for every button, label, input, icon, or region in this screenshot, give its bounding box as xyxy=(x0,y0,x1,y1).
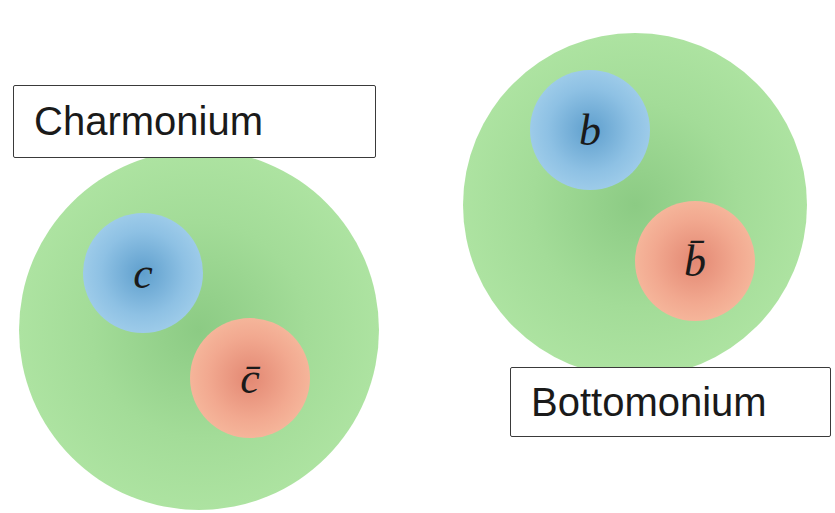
meson-sphere: Charmoniumcc̄ xyxy=(19,150,379,510)
quark-symbol: b xyxy=(579,105,601,156)
antiquark-ball: b̄ xyxy=(635,201,755,321)
meson-name: Bottomonium xyxy=(531,380,767,425)
quark-ball-shape xyxy=(530,70,650,190)
name-label-box: Bottomonium xyxy=(510,367,831,437)
symbol-holder: b̄ xyxy=(635,201,755,321)
quark-symbol: c xyxy=(133,248,153,299)
meson-sphere: Bottomoniumbb̄ xyxy=(463,33,807,377)
symbol-holder: c xyxy=(83,213,203,333)
name-label-box: Charmonium xyxy=(13,85,376,158)
antiquark-ball: c̄ xyxy=(190,318,310,438)
quark-ball: c xyxy=(83,213,203,333)
meson-name: Charmonium xyxy=(34,99,263,144)
symbol-holder: b xyxy=(530,70,650,190)
antiquark-ball-shape xyxy=(190,318,310,438)
symbol-holder: c̄ xyxy=(190,318,310,438)
sphere-svg xyxy=(463,33,807,377)
meson-sphere-shape xyxy=(463,33,807,377)
quark-ball-shape xyxy=(83,213,203,333)
quark-symbol: c̄ xyxy=(240,353,260,404)
sphere-svg xyxy=(19,150,379,510)
meson-sphere-shape xyxy=(19,150,379,510)
quark-symbol: b̄ xyxy=(684,236,706,287)
quark-ball: b xyxy=(530,70,650,190)
antiquark-ball-shape xyxy=(635,201,755,321)
